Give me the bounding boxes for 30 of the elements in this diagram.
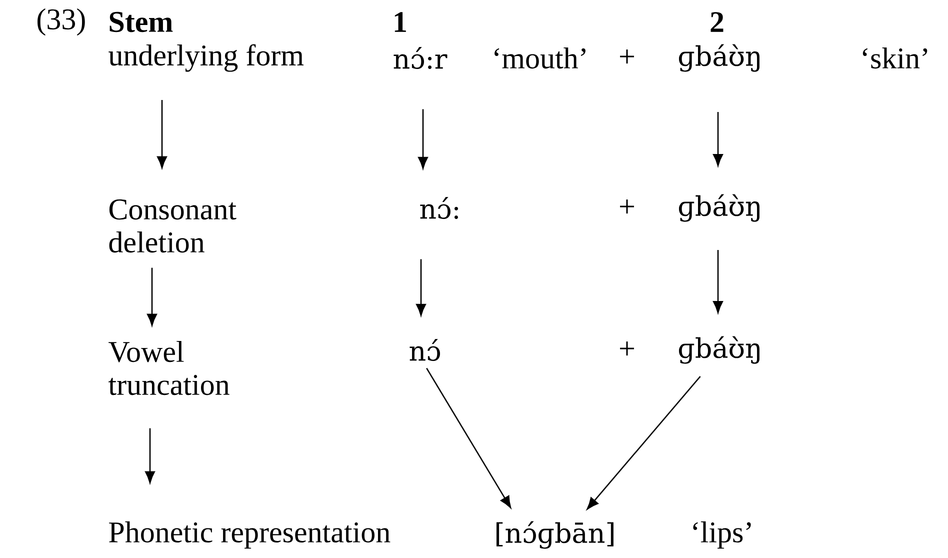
stage-label: Vowel truncation (108, 340, 230, 396)
stage-label: Consonant deletion (109, 199, 236, 253)
arrow (418, 109, 428, 169)
word-form: nɔ́ (410, 339, 440, 361)
word-form: nɔ́: (420, 197, 458, 219)
label: + (620, 200, 634, 214)
word-form: [nɔ́ɡbān] (496, 521, 614, 549)
word-form: ɡbáʊ̀ŋ (678, 336, 760, 364)
arrow (416, 259, 426, 316)
arrow (157, 100, 167, 168)
stage-label: Phonetic representation (109, 521, 390, 549)
arrow (426, 368, 512, 508)
word-form: nɔ́:r (394, 47, 448, 69)
arrow (713, 112, 723, 166)
label: + (620, 342, 634, 356)
label: + (620, 50, 634, 64)
label: 2 (710, 12, 724, 32)
arrow (147, 268, 157, 326)
arrow (586, 376, 701, 510)
arrow (713, 250, 723, 314)
word-form: ɡbáʊ̀ŋ (678, 44, 760, 72)
stage-label: underlying form (108, 44, 304, 72)
label: Stem (110, 12, 173, 32)
label: ‘skin’ (862, 47, 928, 69)
arrow (145, 428, 155, 484)
label: (33) (38, 8, 85, 36)
label: ‘lips’ (693, 521, 751, 549)
label: 1 (394, 12, 406, 32)
label: ‘mouth’ (494, 47, 586, 69)
word-form: ɡbáʊ̀ŋ (678, 194, 760, 222)
